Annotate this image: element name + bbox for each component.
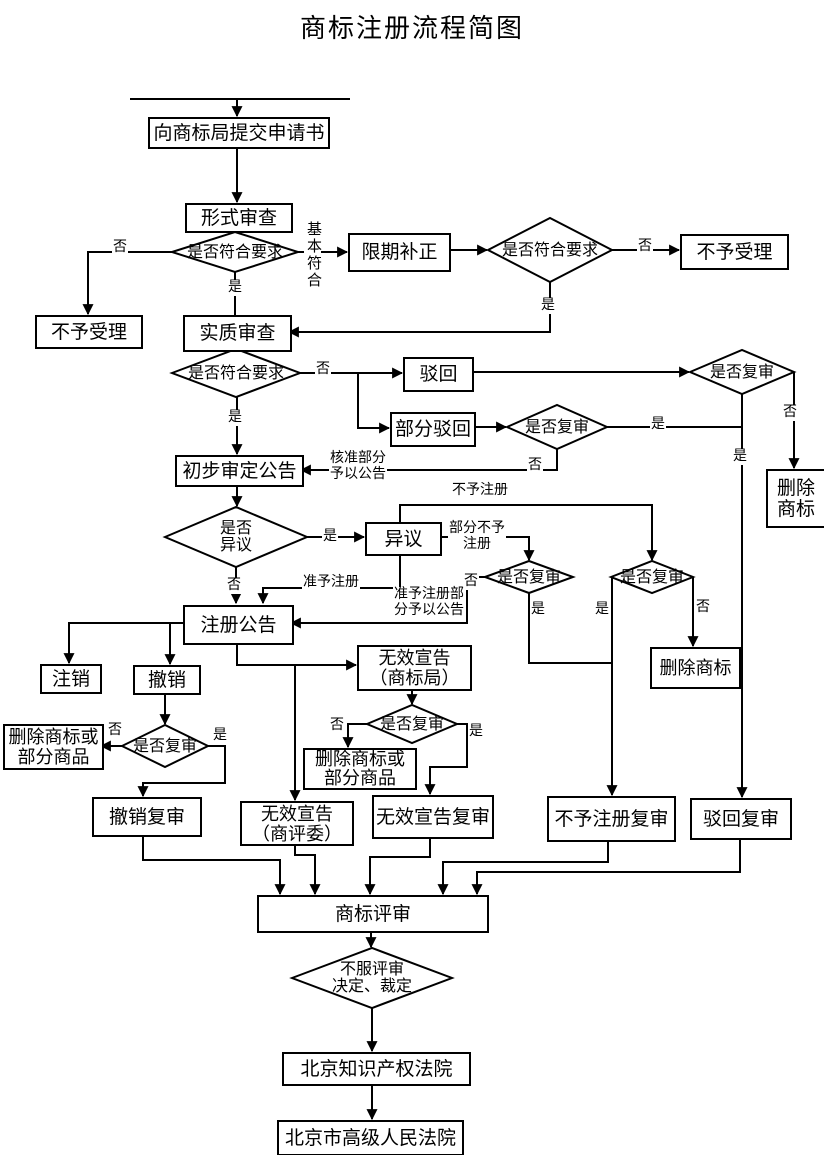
edge-corrcheck-yes-substantive: [287, 282, 551, 338]
diamond-notreg-check: [608, 559, 696, 595]
edge-label-no-invalidcheck: 否: [329, 718, 345, 734]
node-revocation: 撤销: [133, 665, 201, 695]
decision-yiyi-check-label: 是否 异议: [219, 520, 252, 554]
node-partial-rejection: 部分驳回: [390, 412, 476, 447]
decision-correction-check-label: 是否符合要求: [501, 241, 598, 259]
diamond-appeal-check: [289, 946, 455, 1010]
node-delete-trademark-mid: 删除商标: [650, 647, 741, 689]
edge-label-yes-pnrcheck: 是: [530, 602, 546, 618]
edge-label-no-bohuicheck: 否: [782, 405, 798, 421]
node-invalidation-review: 无效宣告复审: [372, 795, 494, 839]
edge-pnrcheck-yes-merge: [528, 593, 612, 664]
decision-chexiao-check-label: 是否复审: [132, 737, 197, 755]
diamond-yiyi-check: [162, 505, 310, 569]
node-registration-gazette: 注册公告: [183, 605, 294, 645]
diamond-invalid-check: [364, 703, 460, 745]
edge-chexiaoreview-tmreview: [142, 833, 286, 896]
diamond-chexiao-check: [119, 723, 211, 769]
edge-formalcheck-no-reject: [82, 251, 172, 316]
edge-label-no-formal: 否: [112, 240, 128, 256]
node-substantive-examination: 实质审查: [183, 315, 292, 352]
edge-label-basically-conform: 基本符合: [304, 221, 321, 289]
node-beijing-ip-court: 北京知识产权法院: [282, 1052, 471, 1086]
diamond-bohui-check: [687, 348, 797, 396]
node-refusal-registration-review: 不予注册复审: [547, 796, 676, 842]
edge-label-yes-formal: 是: [227, 280, 243, 296]
node-preliminary-gazette: 初步审定公告: [175, 455, 304, 487]
node-formal-examination: 形式审查: [185, 203, 293, 233]
decision-subst-check-label: 是否符合要求: [187, 364, 284, 382]
decision-invalid-check-label: 是否复审: [379, 715, 444, 733]
edge-label-yes-bohuicheck: 是: [732, 449, 748, 465]
node-cancellation: 注销: [40, 664, 102, 694]
node-rejection-review: 驳回复审: [690, 798, 792, 840]
node-invalidation-trab: 无效宣告 （商评委）: [240, 801, 354, 846]
edge-label-approved-part-gazette: 核准部分 予以公告: [329, 451, 387, 483]
edge-invalidcheck-yes-review: [424, 723, 468, 796]
node-rejection: 驳回: [403, 357, 474, 392]
edge-invalidtrab-tmreview: [294, 842, 321, 896]
node-not-accepted-left: 不予受理: [35, 315, 143, 349]
edge-label-yes-chexiaocheck: 是: [212, 728, 228, 744]
edge-gazette-invalidtmo: [236, 641, 358, 671]
node-revocation-review: 撤销复审: [92, 797, 202, 837]
decision-bohui-check-label: 是否复审: [709, 363, 774, 381]
decision-partial-notreg-check-label: 是否复审: [496, 568, 561, 586]
decision-notreg-check-label: 是否复审: [619, 568, 684, 586]
edge-substcheck-no-partialbohui: [357, 373, 391, 434]
node-beijing-high-court: 北京市高级人民法院: [277, 1120, 464, 1155]
edge-label-no-pnrcheck: 否: [463, 574, 479, 590]
edge-label-approved-part-publish: 准予注册部 分予以公告: [393, 587, 465, 619]
node-delete-tm-or-goods-left: 删除商标或 部分商品: [3, 724, 104, 770]
edge-notregreview-tmreview: [437, 838, 609, 896]
edge-label-yes-yiyi: 是: [322, 529, 338, 545]
edge-yiyi-notregcheck: [399, 504, 658, 562]
edge-label-partial-refuse: 部分不予 注册: [448, 521, 506, 553]
diagram-title: 商标注册流程简图: [299, 14, 524, 43]
edge-label-yes-subst: 是: [227, 410, 243, 426]
diamond-correction-check: [485, 216, 615, 284]
edge-gazette-zhuxiao: [63, 622, 183, 665]
node-correction-deadline: 限期补正: [348, 233, 451, 272]
edge-chexiaocheck-yes-review: [137, 745, 226, 798]
node-trademark-review: 商标评审: [257, 895, 489, 933]
edge-label-refuse-registration: 不予注册: [451, 483, 509, 499]
edge-label-no-correction: 否: [637, 239, 653, 255]
node-not-accepted-right: 不予受理: [680, 234, 789, 270]
edge-label-no-notregcheck: 否: [695, 600, 711, 616]
node-delete-trademark-right: 删除 商标: [766, 469, 824, 528]
decision-partial-check-label: 是否复审: [524, 418, 589, 436]
node-invalidation-tmo: 无效宣告 （商标局）: [357, 645, 472, 691]
edge-label-yes-notregcheck: 是: [594, 602, 610, 618]
edge-bohuireview-tmreview: [471, 836, 741, 896]
edge-label-yes-invalidcheck: 是: [468, 724, 484, 740]
decision-formal-check-label: 是否符合要求: [186, 243, 283, 261]
edge-label-yes-correction: 是: [540, 298, 556, 314]
edge-label-no-partialcheck: 否: [527, 458, 543, 474]
edge-invalidreview-tmreview: [364, 835, 431, 896]
edge-label-approve-registration: 准予注册: [302, 575, 360, 591]
edge-label-no-chexiaocheck: 否: [107, 723, 123, 739]
node-delete-tm-or-goods-right: 删除商标或 部分商品: [303, 748, 417, 790]
diamond-partial-notreg-check: [482, 559, 576, 595]
edge-label-no-yiyi: 否: [226, 578, 242, 594]
diamond-partial-check: [504, 403, 610, 451]
diamond-formal-check: [168, 230, 302, 274]
node-submit-application: 向商标局提交申请书: [148, 117, 330, 149]
edge-invalidcheck-no-delete: [342, 723, 367, 749]
edge-label-no-subst: 否: [315, 362, 331, 378]
diamond-subst-check: [169, 347, 303, 399]
decision-appeal-check-label: 不服评审 决定、裁定: [331, 961, 412, 995]
node-opposition: 异议: [365, 522, 442, 556]
edge-label-yes-partialcheck: 是: [650, 417, 666, 433]
